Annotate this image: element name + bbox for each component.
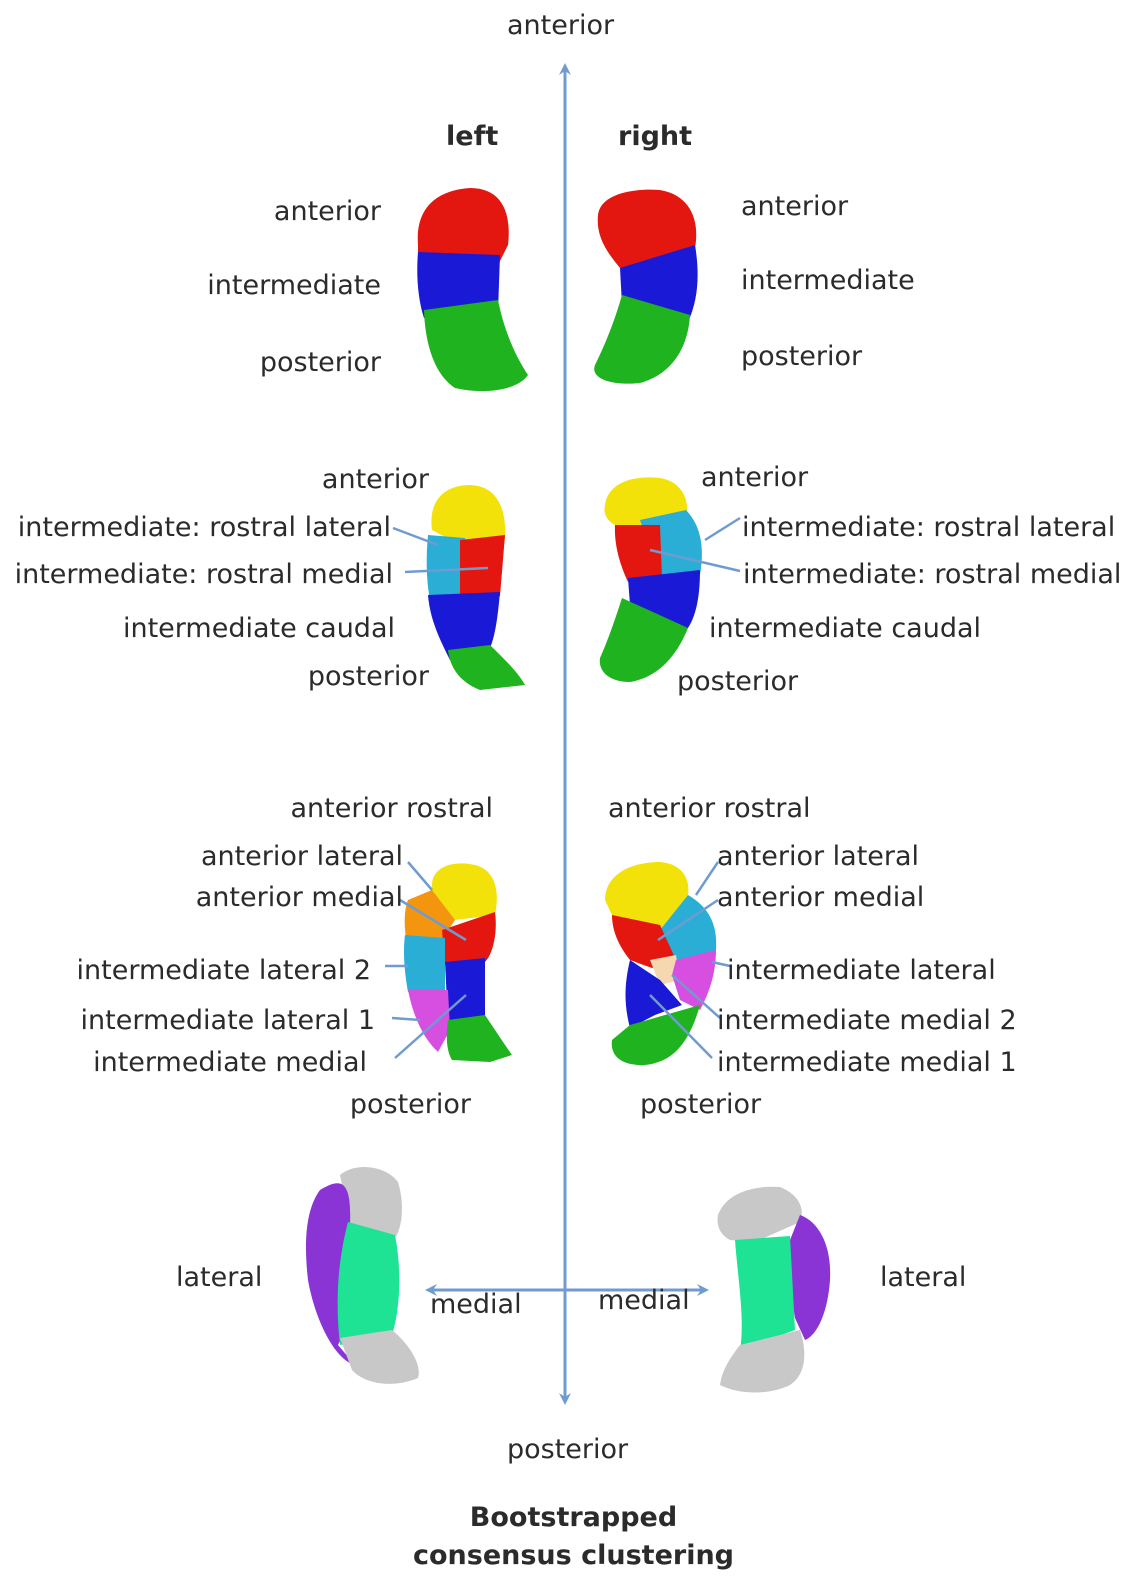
leader-row3-left-anterior-lateral [408, 862, 432, 890]
row4-left-structure [306, 1167, 419, 1384]
row3-left-structure [404, 863, 512, 1062]
caption-line2: consensus clustering [0, 1542, 1147, 1569]
axis-anterior-label: anterior [507, 12, 614, 39]
row1-right-structure [594, 190, 697, 384]
header-left: left [446, 123, 498, 150]
row3-left-intermediate-lateral-1: intermediate lateral 1 [81, 1007, 375, 1034]
row2-right-rostral-lateral: intermediate: rostral lateral [742, 514, 1115, 541]
row3-left-posterior: posterior [350, 1091, 471, 1118]
row3-right-intermediate-medial-2: intermediate medial 2 [717, 1007, 1017, 1034]
row3-left-intermediate-medial: intermediate medial [93, 1049, 367, 1076]
axis-medial-left-label: medial [430, 1291, 522, 1318]
row2-left-rostral-lateral: intermediate: rostral lateral [18, 514, 391, 541]
row3-right-anterior-lateral: anterior lateral [717, 843, 919, 870]
axis-lateral-right-label: lateral [880, 1264, 966, 1291]
row1-left-structure [417, 188, 528, 391]
leader-row3-right-anterior-lateral [696, 862, 718, 895]
axis-lateral-left-label: lateral [176, 1264, 262, 1291]
row3-right-intermediate-lateral: intermediate lateral [727, 957, 996, 984]
row1-right-posterior: posterior [741, 343, 862, 370]
row3-right-posterior: posterior [640, 1091, 761, 1118]
row3-left-anterior-medial: anterior medial [196, 884, 403, 911]
row2-left-structure [427, 485, 525, 690]
row3-right-structure [605, 862, 716, 1065]
row4-right-structure [718, 1187, 831, 1393]
row2-right-anterior: anterior [701, 464, 808, 491]
axis-medial-right-label: medial [598, 1287, 690, 1314]
row1-right-anterior: anterior [741, 193, 848, 220]
row3-left-intermediate-lateral-2: intermediate lateral 2 [77, 957, 371, 984]
row2-left-anterior: anterior [322, 466, 429, 493]
caption-line1: Bootstrapped [0, 1504, 1147, 1531]
row2-right-structure [600, 477, 702, 682]
row3-right-anterior-medial: anterior medial [717, 884, 924, 911]
row2-left-posterior: posterior [308, 663, 429, 690]
row3-left-anterior-rostral: anterior rostral [291, 795, 494, 822]
row2-left-rostral-medial: intermediate: rostral medial [15, 561, 393, 588]
row1-left-anterior: anterior [274, 198, 381, 225]
row3-left-anterior-lateral: anterior lateral [201, 843, 403, 870]
leader-row3-left-lateral1 [392, 1018, 420, 1020]
row2-right-intermediate-caudal: intermediate caudal [709, 615, 981, 642]
row2-left-intermediate-caudal: intermediate caudal [123, 615, 395, 642]
row3-right-intermediate-medial-1: intermediate medial 1 [717, 1049, 1017, 1076]
row1-left-posterior: posterior [260, 349, 381, 376]
leader-row2-right-rostral-lateral [705, 518, 740, 540]
row2-right-posterior: posterior [677, 668, 798, 695]
header-right: right [618, 123, 692, 150]
row1-left-intermediate: intermediate [207, 272, 381, 299]
axis-posterior-label: posterior [507, 1436, 628, 1463]
row3-right-anterior-rostral: anterior rostral [608, 795, 811, 822]
row2-right-rostral-medial: intermediate: rostral medial [743, 561, 1121, 588]
row1-right-intermediate: intermediate [741, 267, 915, 294]
